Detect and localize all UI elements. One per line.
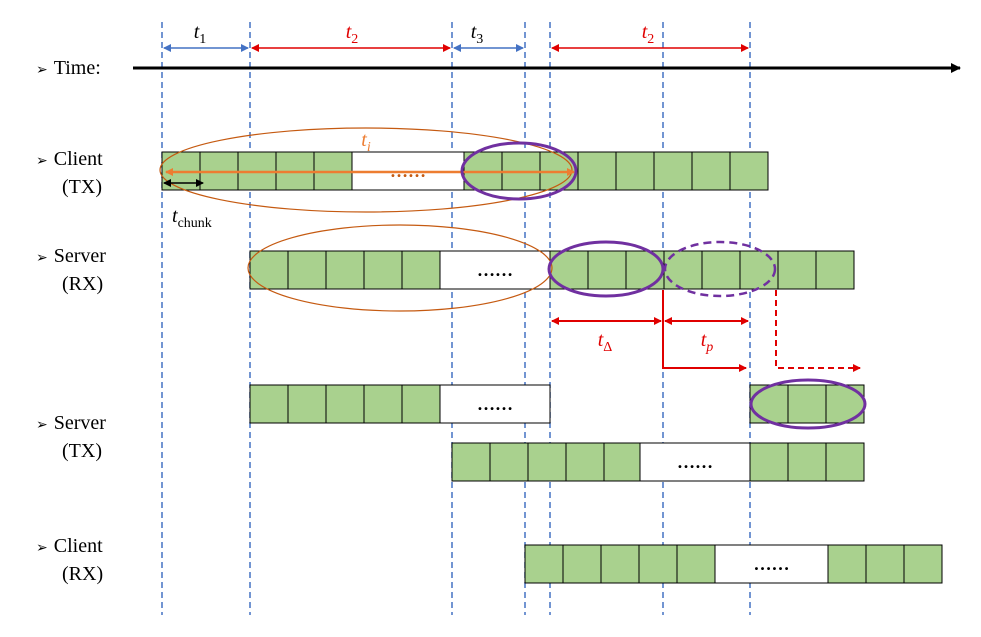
chunk [587, 250, 627, 290]
chunk [325, 250, 365, 290]
chunk [577, 151, 617, 191]
ellipsis-text: …… [754, 554, 790, 574]
server-tx-line2: (TX) [62, 440, 102, 462]
chunk [363, 250, 403, 290]
chunk [777, 250, 817, 290]
bullet-arrow-icon: ➢ [36, 417, 48, 433]
server-tx-line1: Server [53, 412, 106, 434]
gap-box [639, 442, 751, 482]
chunk [401, 250, 441, 290]
server-rx-row-label: ➢ Server (RX) [36, 243, 106, 297]
chunk [815, 250, 855, 290]
chunk [287, 384, 327, 424]
server-rx-line2: (RX) [62, 273, 104, 295]
client-rx-line1: Client [53, 535, 103, 557]
server-tx-row-b: …… [451, 442, 865, 482]
chunk [825, 384, 865, 424]
chunk [865, 544, 905, 584]
client-tx-row-label: ➢ Client (TX) [36, 146, 103, 200]
t1-label: t1 [194, 21, 207, 47]
time-row-label: ➢ Time: [36, 55, 101, 83]
ellipsis-text: …… [677, 452, 713, 472]
client-rx-row: …… [524, 544, 943, 584]
chunk [729, 151, 769, 191]
tdelta-label: tΔ [598, 329, 613, 355]
chunk [676, 544, 716, 584]
chunk [615, 151, 655, 191]
chunk [701, 250, 741, 290]
tp-label: tp [701, 329, 714, 355]
chunk [401, 384, 441, 424]
tchunk-label: tchunk [172, 205, 212, 231]
chunk [749, 442, 789, 482]
bullet-arrow-icon: ➢ [36, 153, 48, 169]
server-rx-row: …… [249, 250, 855, 290]
chunk [653, 151, 693, 191]
server-rx-dashed-ellipse [663, 240, 777, 298]
chunk [787, 442, 827, 482]
t2b-label: t2 [642, 21, 655, 47]
chunk [827, 544, 867, 584]
server-tx-purple-ellipse [749, 378, 867, 430]
gap-box [714, 544, 829, 584]
chunk [524, 544, 564, 584]
chunk [825, 442, 865, 482]
chunk [287, 250, 327, 290]
ti-label: ti [361, 129, 371, 155]
server-rx-orange-ellipse [247, 224, 553, 312]
chunk [565, 442, 605, 482]
dashed-processing-arrow [775, 290, 861, 372]
time-label: Time: [53, 57, 101, 79]
chunk [603, 442, 643, 482]
server-tx-row-label: ➢ Server (TX) [36, 410, 106, 464]
chunk [749, 384, 789, 424]
chunk [527, 442, 567, 482]
chunk [903, 544, 943, 584]
chunk [562, 544, 602, 584]
client-rx-row-label: ➢ Client (RX) [36, 533, 103, 587]
processing-arrow [662, 290, 747, 372]
server-rx-line1: Server [53, 245, 106, 267]
chunk [787, 384, 827, 424]
client-tx-line1: Client [53, 148, 103, 170]
time-markers [161, 22, 751, 615]
server-rx-purple-ellipse [547, 240, 665, 298]
chunk [600, 544, 640, 584]
chunk [325, 384, 365, 424]
client-rx-line2: (RX) [62, 563, 104, 585]
chunk [249, 250, 289, 290]
server-tx-row-a: …… [249, 384, 865, 424]
bullet-arrow-icon: ➢ [36, 62, 48, 78]
chunk [691, 151, 731, 191]
chunk [249, 384, 289, 424]
chunk [363, 384, 403, 424]
chunk-rows: ………………………… [161, 151, 943, 584]
t2a-label: t2 [346, 21, 359, 47]
chunk [489, 442, 529, 482]
client-tx-purple-ellipse [460, 141, 578, 201]
bullet-arrow-icon: ➢ [36, 250, 48, 266]
chunk [451, 442, 491, 482]
bullet-arrow-icon: ➢ [36, 540, 48, 556]
chunk [739, 250, 779, 290]
client-tx-line2: (TX) [62, 176, 102, 198]
gap-box [439, 250, 551, 290]
ellipsis-text: …… [477, 260, 513, 280]
t3-label: t3 [471, 21, 484, 47]
ellipsis-text: …… [477, 394, 513, 414]
gap-box [439, 384, 551, 424]
chunk [638, 544, 678, 584]
